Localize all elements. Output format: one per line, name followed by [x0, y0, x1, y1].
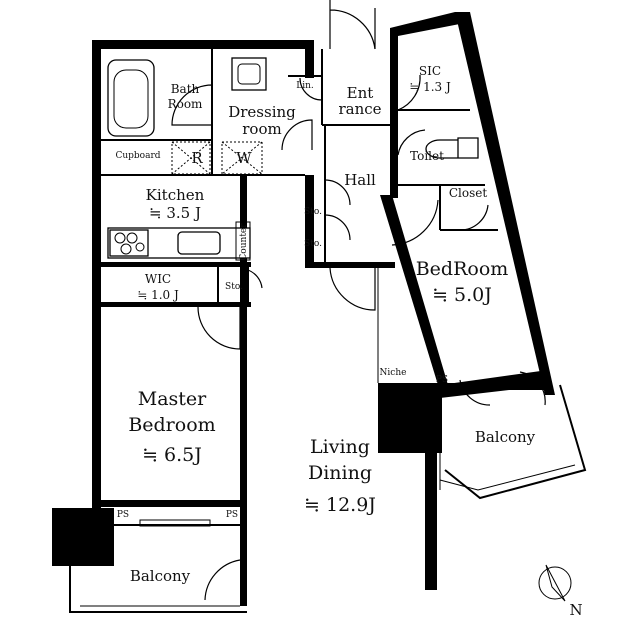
label-master-bedroom: Bedroom: [128, 414, 215, 436]
walls: [52, 12, 555, 606]
label-hall: Hall: [344, 171, 376, 189]
label-kitchen: Kitchen: [146, 186, 205, 204]
label-bedroom: ≒ 5.0J: [432, 284, 492, 306]
label-wic: ≒ 1.0 J: [137, 288, 179, 302]
bathtub: [107, 59, 155, 137]
label-living-dining: Living: [310, 436, 370, 458]
label-balcony-right: Balcony: [475, 428, 536, 446]
label-w-mark: W: [236, 149, 252, 167]
label-living-dining: ≒ 12.9J: [304, 494, 376, 516]
fixtures: [107, 57, 479, 261]
label-storage: Sto.: [304, 207, 322, 217]
label-dressing: room: [242, 120, 281, 138]
label-ps: PS: [117, 510, 129, 520]
washbasin: [231, 57, 267, 91]
label-storage: Sto.: [304, 239, 322, 249]
label-closet: Closet: [449, 186, 488, 200]
label-kitchen: ≒ 3.5 J: [149, 204, 201, 222]
washer-space: [221, 141, 263, 175]
label-counter: Counter: [239, 223, 249, 261]
label-r-mark: R: [191, 149, 203, 167]
label-wic: WIC: [145, 272, 171, 286]
label-balcony-bottom: Balcony: [130, 567, 191, 585]
label-dressing: Dressing: [228, 103, 296, 121]
label-niche: Niche: [380, 368, 407, 378]
label-linen: Lin.: [296, 81, 314, 91]
label-sic: ≒ 1.3 J: [409, 80, 451, 94]
label-cupboard: Cupboard: [115, 151, 160, 161]
partitions: [69, 49, 587, 613]
label-ps: PS: [436, 375, 448, 385]
label-ps: PS: [226, 510, 238, 520]
kitchen-sink: [177, 231, 221, 255]
label-living-dining: Dining: [308, 462, 372, 484]
toilet-bowl: [425, 137, 479, 159]
north-label: N: [569, 601, 582, 619]
label-bath: Bath: [171, 82, 200, 96]
label-sic: SIC: [419, 64, 441, 78]
label-bath: Room: [168, 97, 203, 111]
label-storage: Sto.: [225, 282, 243, 292]
label-entrance: Ent: [347, 84, 374, 102]
fridge-space: [171, 141, 211, 175]
label-toilet: Toilet: [410, 149, 444, 163]
north-arrow-icon: N: [538, 564, 583, 619]
doors: [171, 0, 546, 601]
label-bedroom: BedRoom: [416, 258, 509, 280]
label-entrance: rance: [338, 100, 381, 118]
label-master-bedroom: Master: [138, 388, 207, 410]
label-master-bedroom: ≒ 6.5J: [142, 444, 202, 466]
